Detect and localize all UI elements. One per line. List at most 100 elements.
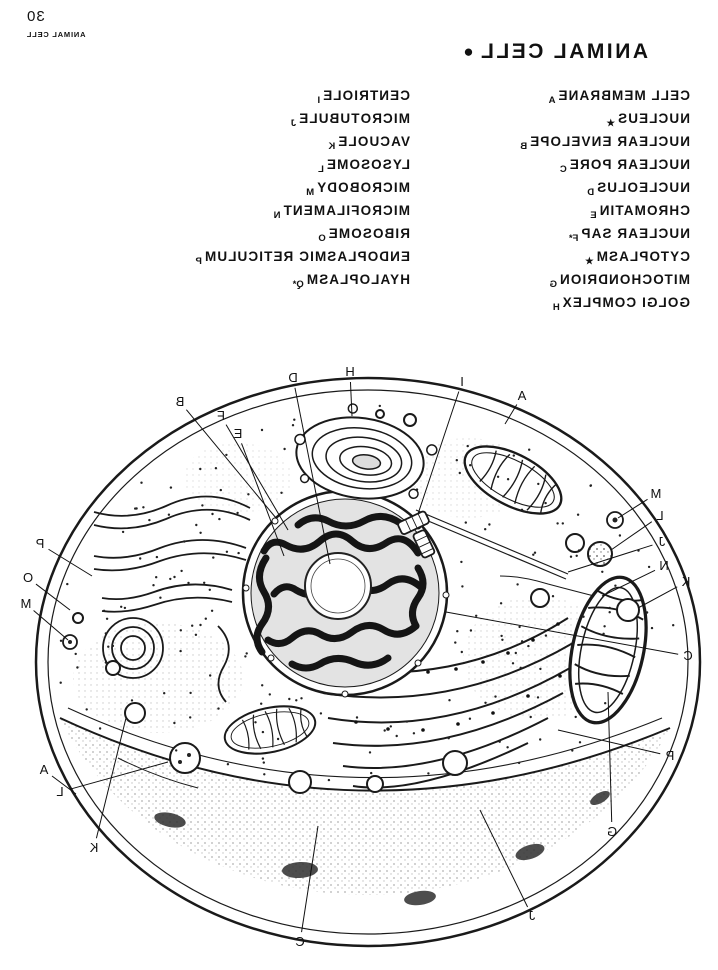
label-item: NUCLEAR ENVELOPEB <box>520 130 690 153</box>
label-subscript: G <box>549 279 557 290</box>
golgi-complex <box>294 403 438 500</box>
label-subscript: L <box>318 164 324 175</box>
leader-line <box>607 691 613 823</box>
label-text: LYSOSOME <box>325 157 410 172</box>
leader-line <box>95 717 127 839</box>
label-subscript: ★ <box>585 256 594 267</box>
label-text: CELL MEMBRANE <box>557 88 690 103</box>
label-item: GOLGI COMPLEXH <box>520 291 690 314</box>
label-subscript: K <box>328 141 336 152</box>
label-item: CHROMATINE <box>520 199 690 222</box>
label-text: RIBOSOME <box>327 226 410 241</box>
label-text: NUCLEUS <box>617 111 690 126</box>
microtubule <box>413 509 569 580</box>
label-text: MICROTUBULE <box>298 111 410 126</box>
leader-line <box>48 548 93 577</box>
centriole <box>397 510 436 559</box>
label-item: MICROTUBULEJ <box>196 107 410 130</box>
leader-line <box>417 391 460 515</box>
label-item: CENTRIOLEI <box>196 84 410 107</box>
label-item: MICROBODYM <box>196 176 410 199</box>
label-subscript: Q* <box>292 279 304 290</box>
leader-line <box>504 404 518 425</box>
golgi-vesicles <box>294 403 438 500</box>
callout-letter: A <box>517 388 526 403</box>
label-text: CYTOPLASM <box>595 249 690 264</box>
callout-letter: I <box>460 374 464 389</box>
ribosome-scatter <box>59 404 675 782</box>
leader-line <box>637 586 678 609</box>
label-item: MITOCHONDRIONG <box>520 268 690 291</box>
leader-line <box>51 775 77 795</box>
label-item: NUCLEOLUSD <box>520 176 690 199</box>
label-subscript: F* <box>568 233 579 244</box>
label-text: NUCLEOLUS <box>596 180 690 195</box>
leader-line <box>349 381 353 417</box>
leader-line <box>185 409 277 519</box>
label-item: LYSOSOMEL <box>196 153 410 176</box>
label-text: HYALOPLASM <box>305 272 410 287</box>
label-text: NUCLEAR ENVELOPE <box>529 134 690 149</box>
label-subscript: N <box>273 210 281 221</box>
callout-letter: P <box>666 748 675 763</box>
callout-letter: L <box>656 508 663 523</box>
callout-letter: K <box>89 840 98 855</box>
callout-letter: C <box>683 648 692 663</box>
callout-letter: E <box>233 426 242 441</box>
label-text: VACUOLE <box>337 134 410 149</box>
callout-letter: G <box>607 824 617 839</box>
label-subscript: P <box>195 256 202 267</box>
leader-line <box>241 443 285 557</box>
label-text: NUCLEAR SAP <box>580 226 690 241</box>
callout-letter: H <box>345 364 354 379</box>
callout-letter: J <box>529 908 536 923</box>
nucleus <box>241 487 450 698</box>
label-text: ENDOPLASMIC RETICULUM <box>203 249 410 264</box>
label-text: MICROFILAMENT <box>282 203 410 218</box>
leader-line <box>294 387 331 565</box>
label-item: NUCLEUS★ <box>520 107 690 130</box>
page-number: 30 <box>26 8 45 25</box>
callout-letter: F <box>217 408 225 423</box>
leader-line <box>301 825 319 933</box>
leader-line <box>617 498 648 519</box>
label-text: NUCLEAR PORE <box>568 157 690 172</box>
callout-letter: M <box>651 486 662 501</box>
label-subscript: I <box>317 95 321 106</box>
label-subscript: A <box>548 95 556 106</box>
label-item: RIBOSOMEO <box>196 222 410 245</box>
leader-line <box>445 611 679 655</box>
callout-letter: O <box>23 570 33 585</box>
label-subscript: D <box>587 187 595 198</box>
nucleolus <box>304 552 372 620</box>
callout-letter: A <box>39 762 48 777</box>
label-item: CYTOPLASM★ <box>520 245 690 268</box>
label-subscript: M <box>306 187 315 198</box>
endoplasmic-reticulum <box>322 617 574 789</box>
label-item: NUCLEAR POREC <box>520 153 690 176</box>
leader-line <box>601 569 656 597</box>
leader-line <box>225 424 289 531</box>
label-subscript: O <box>318 233 326 244</box>
callout-letter: K <box>681 574 690 589</box>
leader-line <box>35 583 71 611</box>
surface-dimples <box>154 791 610 906</box>
label-subscript: C <box>559 164 567 175</box>
leader-line <box>479 809 529 908</box>
title-bullet-icon: ● <box>460 42 474 61</box>
label-text: MITOCHONDRION <box>558 272 690 287</box>
callout-letter: P <box>36 536 45 551</box>
label-item: MICROFILAMENTN <box>196 199 410 222</box>
smooth-er-network <box>93 495 251 703</box>
running-head: ANIMAL CELL <box>26 30 86 39</box>
label-text: CHROMATIN <box>598 203 690 218</box>
label-subscript: E <box>590 210 597 221</box>
microbody <box>62 511 624 650</box>
plate-title-text: ANIMAL CELL <box>478 40 648 63</box>
vacuoles <box>72 409 640 794</box>
leader-line <box>69 761 169 790</box>
